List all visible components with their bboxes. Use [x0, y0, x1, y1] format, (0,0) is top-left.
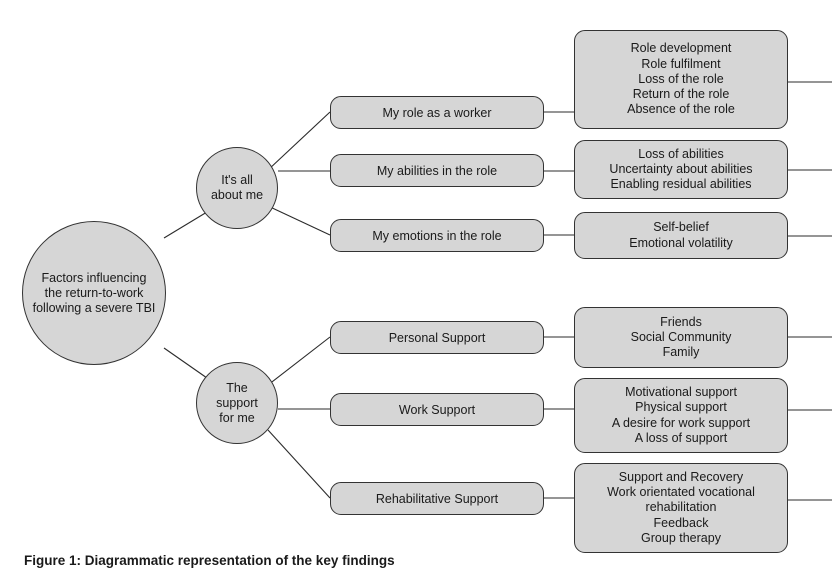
root-node-label: Factors influencing the return-to-work f… [32, 270, 156, 315]
item-text: rehabilitation [645, 500, 717, 515]
theme-label-about-me: It's all about me [210, 173, 264, 202]
item-text: Loss of the role [638, 71, 724, 86]
item-text: A loss of support [634, 430, 728, 445]
items-box-abilities-in-role: Loss of abilities Uncertainty about abil… [574, 140, 788, 199]
item-text: Work orientated vocational [607, 485, 755, 500]
item-text: Family [662, 345, 700, 360]
subtheme-emotions-in-role: My emotions in the role [330, 219, 544, 252]
theme-label-support: The support for me [216, 380, 258, 425]
connector-theme-1-to-role [267, 111, 331, 171]
figure-caption: Figure 1: Diagrammatic representation of… [24, 553, 395, 568]
subtheme-role-as-worker: My role as a worker [330, 96, 544, 129]
items-box-emotions-in-role: Self-belief Emotional volatility [574, 212, 788, 259]
connector-root-to-theme-2 [163, 347, 208, 379]
item-text: Role fulfilment [641, 56, 721, 71]
item-text: Feedback [653, 515, 709, 530]
subtheme-label: My role as a worker [382, 105, 492, 120]
item-text: Support and Recovery [618, 469, 744, 484]
connector-theme-2-to-rehab [267, 429, 331, 499]
connector-root-to-theme-1 [163, 211, 208, 239]
item-text: Group therapy [641, 530, 721, 545]
subtheme-rehabilitative-support: Rehabilitative Support [330, 482, 544, 515]
item-text: A desire for work support [611, 415, 751, 430]
items-box-personal-support: Friends Social Community Family [574, 307, 788, 368]
item-text: Friends [660, 314, 702, 329]
item-text: Enabling residual abilities [610, 177, 752, 192]
theme-node-about-me: It's all about me [196, 147, 278, 229]
subtheme-personal-support: Personal Support [330, 321, 544, 354]
subtheme-label: Work Support [398, 402, 476, 417]
connector-theme-2-to-personal [267, 336, 331, 386]
root-node: Factors influencing the return-to-work f… [22, 221, 166, 365]
subtheme-label: My emotions in the role [372, 228, 502, 243]
subtheme-work-support: Work Support [330, 393, 544, 426]
item-text: Absence of the role [627, 102, 735, 117]
item-text: Emotional volatility [629, 235, 733, 250]
items-box-work-support: Motivational support Physical support A … [574, 378, 788, 453]
item-text: Self-belief [653, 220, 709, 235]
item-text: Social Community [630, 329, 732, 344]
theme-node-support: The support for me [196, 362, 278, 444]
item-text: Loss of abilities [638, 146, 724, 161]
item-text: Return of the role [632, 87, 730, 102]
item-text: Role development [630, 41, 732, 56]
subtheme-label: Rehabilitative Support [375, 491, 499, 506]
subtheme-label: My abilities in the role [376, 163, 498, 178]
subtheme-abilities-in-role: My abilities in the role [330, 154, 544, 187]
item-text: Motivational support [625, 385, 737, 400]
item-text: Physical support [635, 400, 727, 415]
items-box-rehabilitative-support: Support and Recovery Work orientated voc… [574, 463, 788, 553]
subtheme-label: Personal Support [388, 330, 486, 345]
items-box-role-as-worker: Role development Role fulfilment Loss of… [574, 30, 788, 129]
item-text: Uncertainty about abilities [609, 161, 753, 176]
connector-theme-1-to-emotions [267, 205, 331, 236]
